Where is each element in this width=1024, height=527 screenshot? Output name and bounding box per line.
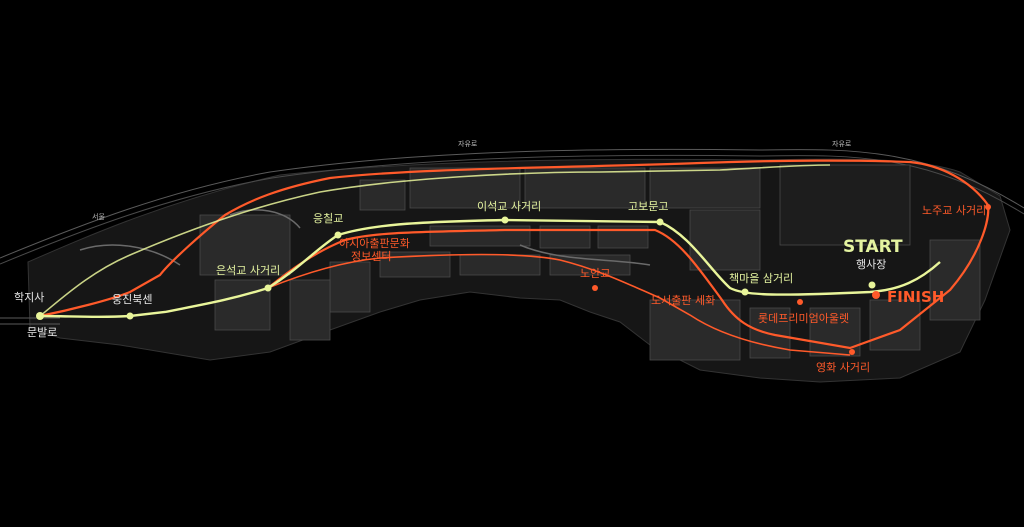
label-gobunmungo: 고보문고	[628, 200, 669, 213]
label-eunseokgyo: 은석교 사거리	[216, 264, 281, 277]
waypoint-nojugyo	[985, 204, 991, 210]
label-yeonghwa: 영화 사거리	[816, 361, 871, 374]
label-haengsajang: 행사장	[856, 258, 887, 271]
waypoint-yeonghwa	[849, 349, 855, 355]
label-woongjin: 웅진북센	[112, 293, 153, 306]
label-noangyo: 노안교	[580, 267, 611, 280]
label-iseokgyo: 이석교 사거리	[477, 200, 542, 213]
label-lotte-outlet: 롯데프리미엄아울렛	[758, 312, 850, 325]
label-munbalro: 문발로	[27, 326, 58, 339]
road-label-jayuro-2: 자유로	[832, 140, 852, 148]
waypoint-hakjisa	[36, 312, 44, 320]
waypoint-finish	[872, 291, 880, 299]
waypoint-ungchigyo	[334, 231, 342, 239]
label-nojugyo: 노주교 사거리	[922, 204, 987, 217]
route-orange-inner	[267, 253, 851, 356]
park-stream	[79, 209, 651, 266]
label-hakjisa: 학지사	[14, 291, 45, 304]
route-yellow-outer	[39, 164, 831, 317]
waypoint-noangyo	[592, 285, 598, 291]
waypoint-start	[868, 281, 876, 289]
road-label-jayuro-1: 자유로	[458, 140, 478, 148]
start-label: START	[843, 237, 903, 257]
jayuro-highway	[0, 148, 1024, 259]
waypoint-iseokgyo	[501, 216, 509, 224]
route-orange-line	[39, 159, 990, 350]
waypoint-lotte	[797, 299, 803, 305]
waypoint-chaekmaeul	[741, 288, 749, 296]
finish-label: FINISH	[887, 288, 945, 306]
waypoint-woongjin	[126, 312, 134, 320]
waypoint-gobunmungo	[656, 218, 664, 226]
route-yellow-line	[39, 218, 941, 319]
waypoint-eunseokgyo	[264, 284, 272, 292]
label-doseo-chulpan: 도서출판 세화	[651, 294, 716, 307]
waypoints	[36, 204, 991, 355]
label-chaekmaeul: 책마을 삼거리	[729, 272, 794, 285]
road-label-seoul: 서울	[92, 213, 105, 221]
label-asia-center-2: 정보센터	[351, 250, 392, 263]
label-ungchigyo: 응칠교	[313, 212, 344, 225]
label-asia-center-1: 아시아출판문화	[339, 237, 410, 250]
